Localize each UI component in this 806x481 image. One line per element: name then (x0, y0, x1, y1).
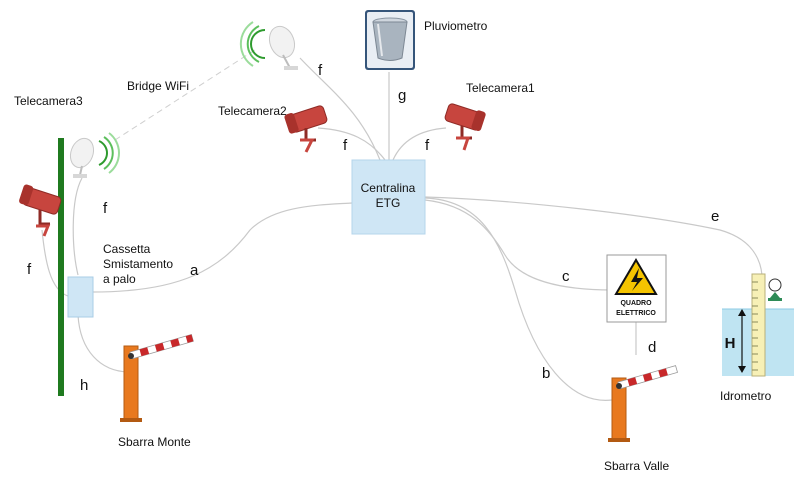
connection-label-e: e (711, 208, 719, 225)
camera-icon-3 (19, 184, 62, 237)
quadro-label-line1: QUADRO (620, 300, 652, 307)
telecamera1-label: Telecamera1 (466, 81, 535, 95)
connection-label-g: g (398, 87, 406, 104)
wifi-link-line (114, 47, 259, 141)
wire-e (424, 196, 763, 276)
idrometro-icon (722, 273, 794, 377)
cassetta-label-line2: Smistamento (103, 257, 173, 271)
bridge-wifi-label: Bridge WiFi (127, 79, 189, 93)
cassetta-label-line3: a palo (103, 272, 136, 286)
connection-label-d: d (648, 339, 656, 356)
wire-h (77, 314, 131, 373)
wire-b (424, 197, 613, 401)
connection-label-h: h (80, 377, 88, 394)
quadro-label-line2: ELETTRICO (616, 310, 656, 317)
cassetta-box (67, 276, 94, 318)
wire-f-cam2 (317, 127, 386, 161)
lightning-icon (631, 268, 643, 291)
wire-a (92, 202, 353, 293)
telecamera2-label: Telecamera2 (218, 104, 287, 118)
connection-label-a: a (190, 262, 199, 279)
centralina-box (351, 159, 426, 235)
pluviometro-icon (365, 10, 415, 70)
cassetta-label-line1: Cassetta (103, 242, 151, 256)
wifi-dish-icon-top (239, 21, 298, 70)
connection-label-b: b (542, 365, 550, 382)
pluviometro-label: Pluviometro (424, 19, 488, 33)
barrier-valle-icon (608, 365, 678, 442)
connection-label-f-cam3-pole: f (103, 200, 108, 217)
wires (41, 47, 763, 401)
connection-label-f-cam1: f (425, 137, 430, 154)
connection-label-f-cam3-left: f (27, 261, 32, 278)
barrier-monte-icon (120, 334, 194, 422)
sbarra-monte-label: Sbarra Monte (118, 435, 191, 449)
wire-c (424, 199, 613, 291)
connection-label-c: c (562, 268, 570, 285)
centralina-label-line1: Centralina (361, 181, 416, 195)
centralina-label-line2: ETG (376, 196, 401, 210)
camera-icon-1 (444, 103, 486, 151)
wire-f-cam1 (392, 127, 447, 161)
connection-label-f-cam2: f (343, 137, 348, 154)
wire-f-bridge (299, 57, 381, 161)
quadro-elettrico-sign (606, 254, 667, 323)
wire-f-cam3-pole (72, 177, 83, 276)
idrometro-label: Idrometro (720, 389, 772, 403)
idrometro-h-label: H (725, 335, 736, 352)
connection-label-f-bridge: f (318, 62, 323, 79)
wifi-dish-icon-pole (69, 132, 120, 178)
sbarra-valle-label: Sbarra Valle (604, 459, 669, 473)
wire-f-cam3-left (41, 229, 69, 297)
camera-icon-2 (284, 105, 328, 153)
green-pole (58, 138, 64, 396)
telecamera3-label: Telecamera3 (14, 94, 83, 108)
